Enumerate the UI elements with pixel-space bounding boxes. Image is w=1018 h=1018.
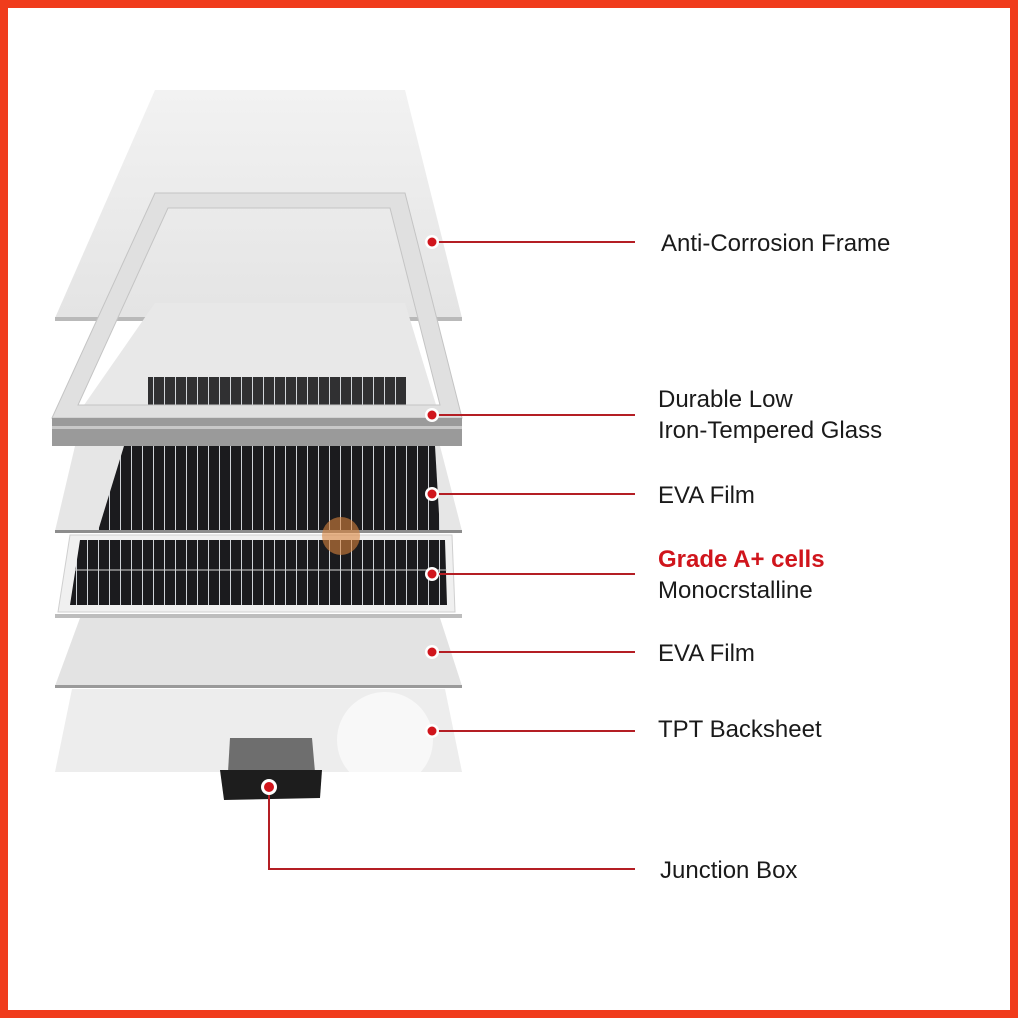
label-junction-box: Junction Box: [660, 857, 798, 884]
marker-dots: [261, 235, 439, 795]
backsheet-glare: [337, 692, 433, 788]
junction-box-icon: [228, 738, 315, 772]
marker-dot: [425, 487, 439, 501]
label-anti-corrosion-frame: Anti-Corrosion Frame: [661, 230, 891, 257]
leader-lines: [268, 241, 635, 870]
marker-dot: [425, 235, 439, 249]
cells-under-glass: [148, 377, 406, 407]
marker-dot: [425, 408, 439, 422]
marker-dot: [425, 724, 439, 738]
marker-dot: [425, 645, 439, 659]
eva-film-bottom-layer: [55, 618, 462, 686]
monocrystalline-cells: [70, 540, 447, 605]
marker-dot: [261, 779, 277, 795]
eva-bottom-edge: [55, 685, 462, 688]
label-eva-film-top: EVA Film: [658, 482, 755, 509]
label-tpt-backsheet: TPT Backsheet: [658, 716, 822, 743]
grade-highlight: Grade A+ cells: [658, 546, 825, 573]
leader-junction-box: [268, 787, 635, 870]
light-flare: [322, 517, 360, 555]
frame-side-highlight: [52, 426, 462, 429]
marker-dot: [425, 567, 439, 581]
label-eva-film-bottom: EVA Film: [658, 640, 755, 667]
eva-top-edge: [55, 530, 462, 533]
frame-side: [52, 418, 462, 446]
cells-layer-edge: [55, 614, 462, 618]
cells-through-eva: [98, 446, 440, 531]
